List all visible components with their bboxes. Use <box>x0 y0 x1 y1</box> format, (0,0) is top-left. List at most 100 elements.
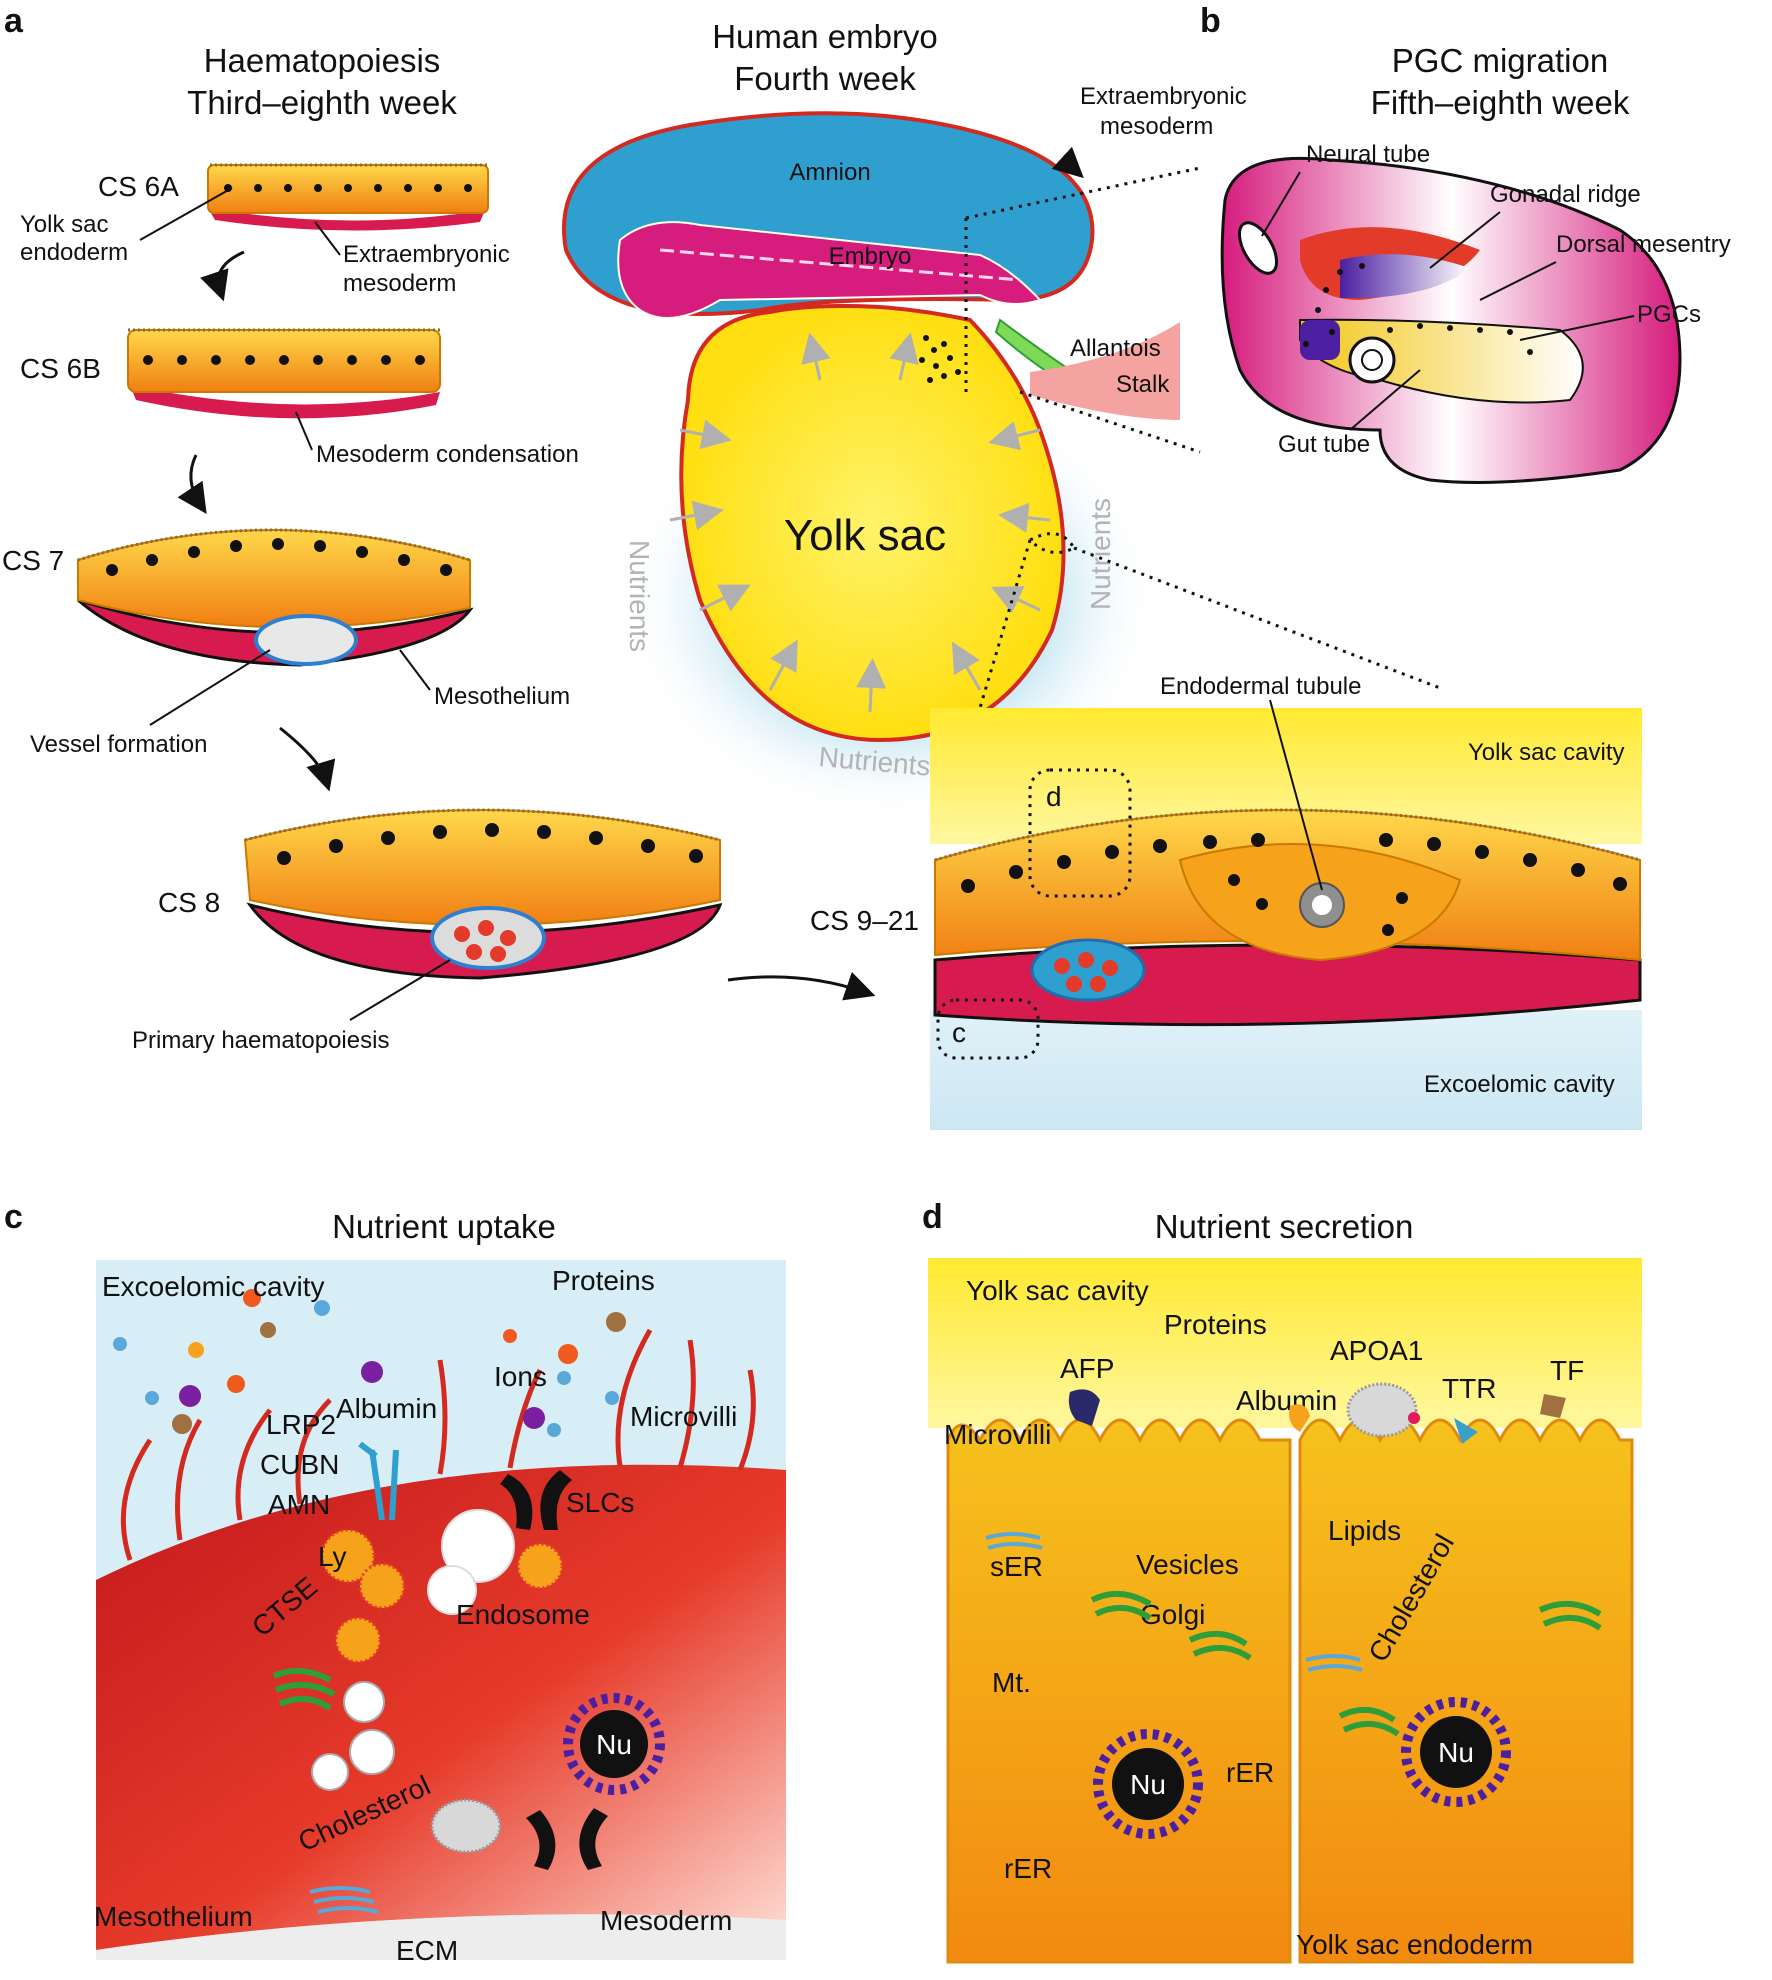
panel-a-title-1: Haematopoiesis <box>204 42 441 79</box>
panel-d-cavity <box>928 1258 1642 1428</box>
panel-d-vesicles-label: Vesicles <box>1136 1549 1239 1580</box>
panel-d-title: Nutrient secretion <box>1155 1208 1414 1245</box>
panel-d-nu-label-2: Nu <box>1438 1737 1474 1768</box>
panel-d-secreted-proteins <box>1068 1382 1566 1444</box>
pgc-dots-stalk <box>919 335 961 383</box>
panel-d-rer-label-1: rER <box>1226 1757 1274 1788</box>
panel-c-cubn-label: CUBN <box>260 1449 339 1480</box>
gut-tube-label: Gut tube <box>1278 431 1370 458</box>
embryo-label: Embryo <box>829 243 912 270</box>
panel-d-ser-label: sER <box>990 1551 1043 1582</box>
panel-d-nucleus-right: Nu <box>1401 1697 1511 1807</box>
panel-d-nucleus-left: Nu <box>1093 1729 1203 1839</box>
lrp2-receptor-icon <box>358 1441 399 1521</box>
panel-d-rer-label-2: rER <box>1004 1853 1052 1884</box>
panel-d-albumin-label: Albumin <box>1236 1385 1337 1416</box>
panel-b-title-1: PGC migration <box>1392 42 1608 79</box>
panel-label-a: a <box>4 2 24 40</box>
pgc-dots <box>1303 263 1533 355</box>
extraembryonic-pointer <box>1051 146 1084 179</box>
allantois-label: Allantois <box>1070 335 1161 362</box>
panel-label-b: b <box>1200 2 1221 40</box>
panel-c-ecm <box>96 1914 786 1960</box>
zoom-lines <box>958 166 1441 776</box>
embryo-body <box>617 221 1042 319</box>
panel-c-basal-transporter-icon <box>526 1808 608 1870</box>
panel-d-yolk-sac-cavity-label: Yolk sac cavity <box>966 1275 1149 1306</box>
stage-cs921: CS 9–21 <box>810 905 919 936</box>
pgcs-label: PGCs <box>1637 301 1701 328</box>
mesothelium-label: Mesothelium <box>434 683 570 710</box>
yolk-sac-endoderm-label-1: Yolk sac <box>20 211 109 238</box>
stalk-label: Stalk <box>1116 371 1170 398</box>
panel-c-cell <box>96 1464 786 1950</box>
arrow-8-921 <box>727 971 876 1001</box>
panel-d-lipids-label: Lipids <box>1328 1515 1401 1546</box>
panel-c-albumin-label: Albumin <box>336 1393 437 1424</box>
stage-cs8: CS 8 <box>158 887 220 918</box>
excoelomic-cavity-area <box>930 1010 1642 1130</box>
panel-a-title-2: Third–eighth week <box>187 84 457 121</box>
panel-c-nu-label: Nu <box>596 1729 632 1760</box>
panel-c-mesoderm-label: Mesoderm <box>600 1905 732 1936</box>
yolk-sac-label: Yolk sac <box>784 511 946 560</box>
panel-c-lysosome <box>320 1528 406 1664</box>
stage-cs6a: CS 6A <box>98 171 179 202</box>
panel-d-tf-label: TF <box>1550 1355 1584 1386</box>
panel-c-endosome <box>427 1509 564 1615</box>
embryo-title-1: Human embryo <box>712 18 938 55</box>
amnion-label: Amnion <box>789 159 870 186</box>
arrow-6a-6b <box>200 250 245 302</box>
panel-d-ttr-label: TTR <box>1442 1373 1496 1404</box>
panel-label-c: c <box>4 1198 23 1236</box>
panel-c-ions-label: Ions <box>494 1361 547 1392</box>
panel-d-ser-icon <box>985 1532 1363 1672</box>
panel-d-golgi <box>1090 1591 1602 1737</box>
extraembryonic-mesoderm-label-2: mesoderm <box>343 270 456 297</box>
panel-d-afp-label: AFP <box>1060 1353 1114 1384</box>
panel-b-title-2: Fifth–eighth week <box>1371 84 1630 121</box>
panel-label-d: d <box>922 1198 943 1236</box>
embryo-title-2: Fourth week <box>734 60 916 97</box>
cs8-vessel <box>430 906 546 970</box>
panel-c-nutrient-particles <box>113 1289 626 1437</box>
panel-c-microvilli <box>120 1328 756 1561</box>
panel-d-cell-right <box>1298 1418 1634 1964</box>
extraembryonic-label-1: Extraembryonic <box>1080 83 1247 110</box>
panel-c-microvilli-label: Microvilli <box>630 1401 737 1432</box>
yolk-sac-endoderm-label-2: endoderm <box>20 239 128 266</box>
primary-haematopoiesis-label: Primary haematopoiesis <box>132 1027 389 1054</box>
cs6b-tissue <box>127 328 441 419</box>
yolk-sac <box>679 303 1066 743</box>
inset-d-box <box>1028 768 1132 898</box>
panel-d-apoa1-label: APOA1 <box>1330 1335 1423 1366</box>
endodermal-tubule-label: Endodermal tubule <box>1160 673 1361 700</box>
panel-c-ly-label: Ly <box>318 1541 347 1572</box>
nutrients-label-right: Nutrients <box>1085 498 1116 610</box>
arrow-6b-7 <box>177 454 207 514</box>
gonadal-ridge <box>1340 254 1470 299</box>
panel-c-endosome-label: Endosome <box>456 1599 590 1630</box>
panel-c-golgi <box>272 1667 336 1711</box>
panel-c-ser <box>309 1886 379 1914</box>
panel-d-cell-left <box>946 1418 1292 1964</box>
panel-c-vesicles <box>311 1681 395 1791</box>
cs6a-nuclei <box>224 184 472 192</box>
stage-cs6b: CS 6B <box>20 353 101 384</box>
panel-d-proteins-label: Proteins <box>1164 1309 1267 1340</box>
panel-d-microvilli-label: Microvilli <box>944 1419 1051 1450</box>
cs921-tissue <box>933 808 1642 1027</box>
nutrients-label-left: Nutrients <box>624 540 655 652</box>
panel-c-slcs-label: SLCs <box>566 1487 634 1518</box>
cs7-tissue <box>77 528 474 667</box>
cs6a-tissue <box>207 163 489 231</box>
cs8-tissue <box>243 808 723 980</box>
dorsal-mesentery-label: Dorsal mesentry <box>1556 231 1731 258</box>
panel-d-mt-label: Mt. <box>992 1667 1031 1698</box>
extraembryonic-mesoderm-label-1: Extraembryonic <box>343 241 510 268</box>
stalk <box>1030 322 1180 420</box>
mesoderm-condensation-label: Mesoderm condensation <box>316 441 579 468</box>
neural-tube-label: Neural tube <box>1306 141 1430 168</box>
inset-c-box <box>936 998 1040 1060</box>
